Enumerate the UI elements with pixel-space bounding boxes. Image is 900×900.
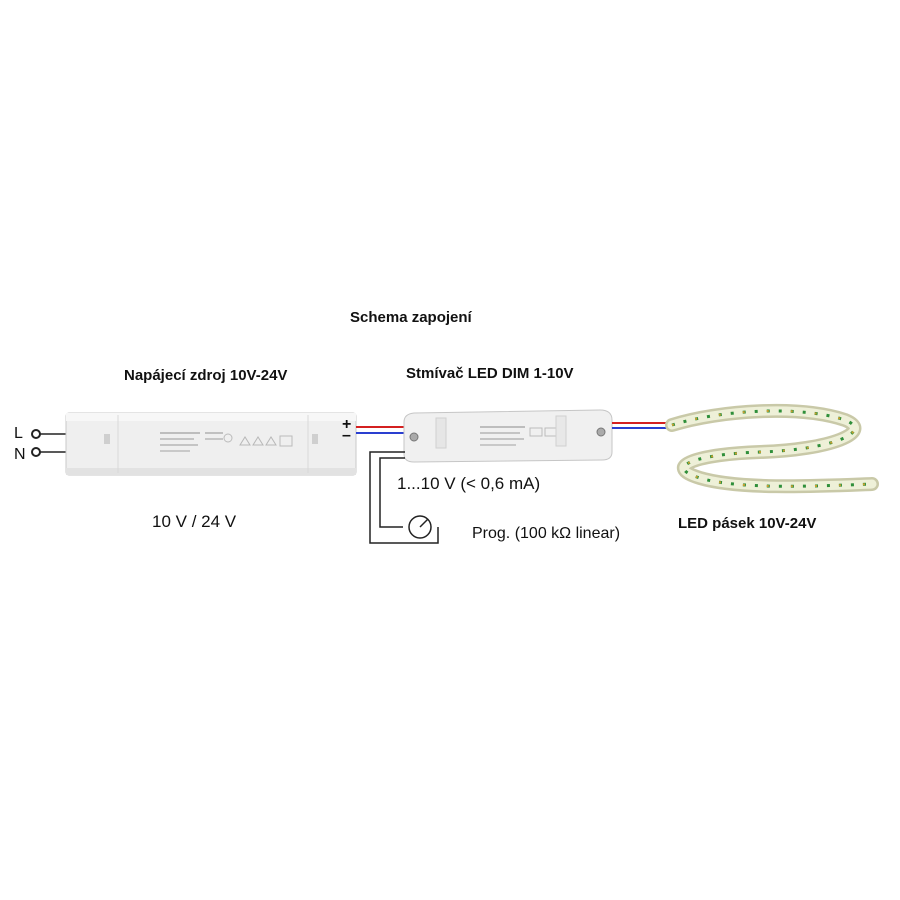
- terminal-n-label: N: [14, 446, 26, 463]
- potentiometer-label: Prog. (100 kΩ linear): [472, 525, 621, 542]
- diagram-title: Schema zapojení: [350, 309, 472, 326]
- led-strip: [665, 403, 879, 494]
- dimmer-title: Stmívač LED DIM 1-10V: [406, 365, 574, 382]
- power-supply-unit: [65, 412, 357, 476]
- control-wiring: [369, 451, 439, 544]
- psu-title: Napájecí zdroj 10V-24V: [124, 367, 288, 384]
- polarity-plus-label: +: [342, 416, 352, 433]
- terminal-l-label: L: [14, 425, 23, 442]
- control-range-label: 1...10 V (< 0,6 mA): [397, 474, 541, 493]
- mains-terminals: [31, 429, 68, 457]
- dimmer-unit: [403, 409, 613, 463]
- wires-dimmer-to-led: [612, 422, 670, 429]
- potentiometer-icon: [408, 515, 432, 539]
- wires-psu-to-dimmer: [356, 426, 404, 434]
- psu-voltage-label: 10 V / 24 V: [152, 512, 237, 531]
- led-strip-title: LED pásek 10V-24V: [678, 515, 817, 532]
- polarity-minus-label: –: [342, 427, 351, 444]
